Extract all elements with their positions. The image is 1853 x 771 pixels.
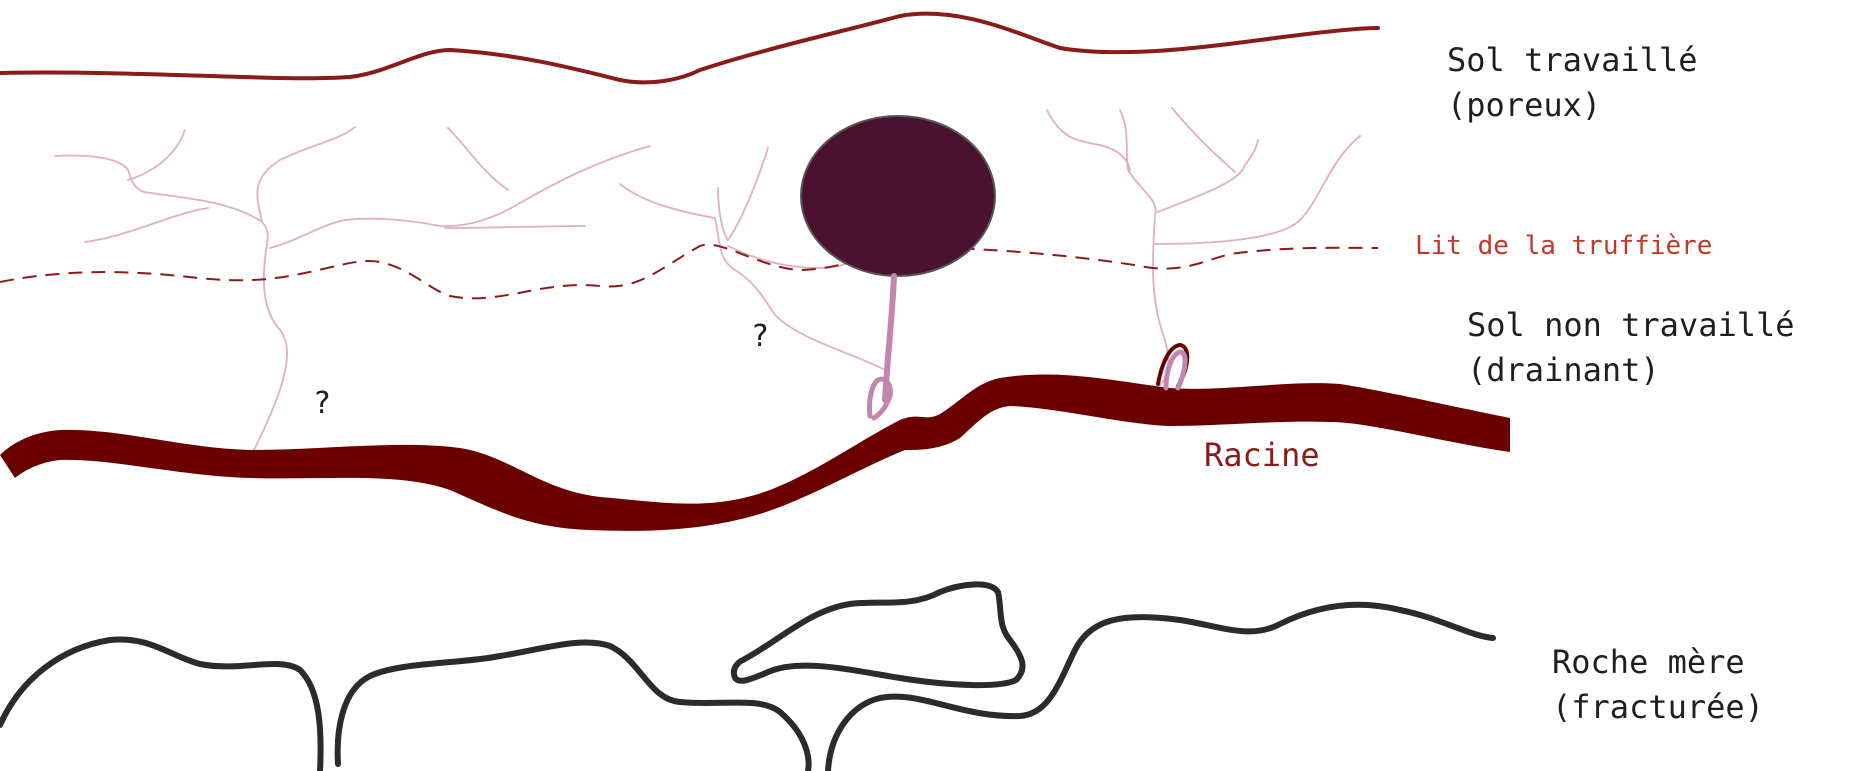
truffle-bed-line	[0, 245, 1378, 299]
question-mark-1: ?	[313, 383, 331, 425]
hypha	[85, 208, 208, 242]
hypha	[1047, 110, 1130, 170]
hypha	[128, 130, 185, 180]
hypha	[718, 148, 768, 240]
label-sol-non-travaille: Sol non travaillé (drainant)	[1467, 303, 1795, 393]
truffle-icon	[801, 116, 995, 276]
label-racine: Racine	[1204, 433, 1320, 478]
hypha	[1155, 136, 1360, 244]
hypha	[1172, 108, 1235, 172]
hypha	[445, 226, 585, 228]
hypha	[1120, 110, 1168, 385]
bedrock-line	[828, 605, 1493, 771]
hypha	[1158, 140, 1258, 212]
label-sol-travaille: Sol travaillé (poreux)	[1447, 38, 1697, 128]
label-roche-mere: Roche mère (fracturée)	[1552, 640, 1764, 730]
question-mark-2: ?	[751, 316, 769, 358]
soil-surface-line	[0, 14, 1378, 83]
bedrock-line	[0, 639, 321, 771]
label-lit-truffiere: Lit de la truffière	[1415, 228, 1712, 264]
bedrock-line	[734, 584, 1023, 685]
mycorrhiza-icon	[869, 379, 890, 418]
bedrock-fractures	[0, 584, 1493, 771]
hypha	[270, 146, 650, 248]
hypha	[448, 128, 508, 190]
hypha	[55, 156, 287, 452]
hypha	[257, 127, 355, 222]
